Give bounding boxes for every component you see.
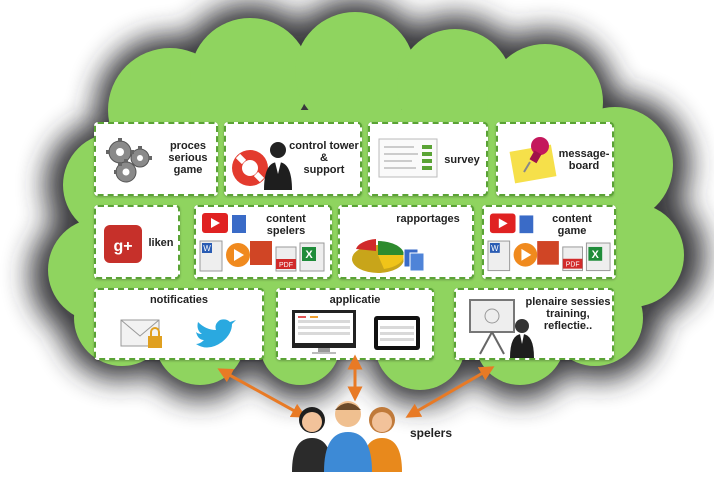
svg-text:X: X <box>592 249 600 261</box>
svg-text:PDF: PDF <box>279 262 293 269</box>
lifebuoy-icon <box>230 136 296 192</box>
pushpin-note-icon <box>508 134 560 186</box>
proces-label: proces serious game <box>168 140 208 176</box>
monitor-tablet-icon <box>288 308 428 356</box>
players-label: spelers <box>410 426 453 440</box>
presentation-board-icon <box>466 296 536 358</box>
survey-screen-icon <box>378 138 438 178</box>
svg-text:X: X <box>305 249 313 261</box>
control-tower-label: control tower & support <box>289 140 359 176</box>
card-messageboard[interactable]: message- board <box>496 122 614 196</box>
svg-text:g+: g+ <box>113 238 132 255</box>
arrow-notificaties <box>217 368 307 418</box>
card-content-game[interactable]: W PDF X content game <box>482 205 616 279</box>
card-content-spelers[interactable]: W PDF X content spelers <box>194 205 332 279</box>
svg-text:W: W <box>491 244 499 253</box>
card-proces[interactable]: proces serious game <box>94 122 218 196</box>
card-applicatie[interactable]: applicatie <box>276 288 434 360</box>
twitter-bird-icon <box>192 318 236 352</box>
svg-text:PDF: PDF <box>566 262 580 269</box>
card-survey[interactable]: survey <box>368 122 488 196</box>
users-icon <box>288 394 408 477</box>
card-control-tower[interactable]: control tower & support <box>224 122 362 196</box>
applicatie-label: applicatie <box>329 294 381 306</box>
survey-label: survey <box>444 154 480 166</box>
notificaties-label: notificaties <box>149 294 209 306</box>
arrow-plenaire <box>405 366 495 418</box>
office-documents-icon: W PDF X <box>198 211 328 277</box>
svg-text:W: W <box>203 244 211 253</box>
envelope-lock-icon <box>120 318 166 352</box>
card-notificaties[interactable]: notificaties <box>94 288 264 360</box>
google-plus-icon: g+ <box>104 225 142 263</box>
card-liken[interactable]: g+ liken <box>94 205 180 279</box>
office-documents-icon: W PDF X <box>486 211 614 277</box>
plenaire-label: plenaire sessies training, reflectie.. <box>525 296 611 332</box>
gears-icon <box>102 134 158 186</box>
content-spelers-label: content spelers <box>266 213 306 237</box>
messageboard-label: message- board <box>558 148 610 172</box>
card-rapportages[interactable]: rapportages <box>338 205 474 279</box>
card-plenaire[interactable]: plenaire sessies training, reflectie.. <box>454 288 614 360</box>
rapportages-label: rapportages <box>396 213 460 225</box>
liken-label: liken <box>148 237 174 249</box>
content-game-label: content game <box>552 213 592 237</box>
pie-chart-icon <box>348 227 428 277</box>
